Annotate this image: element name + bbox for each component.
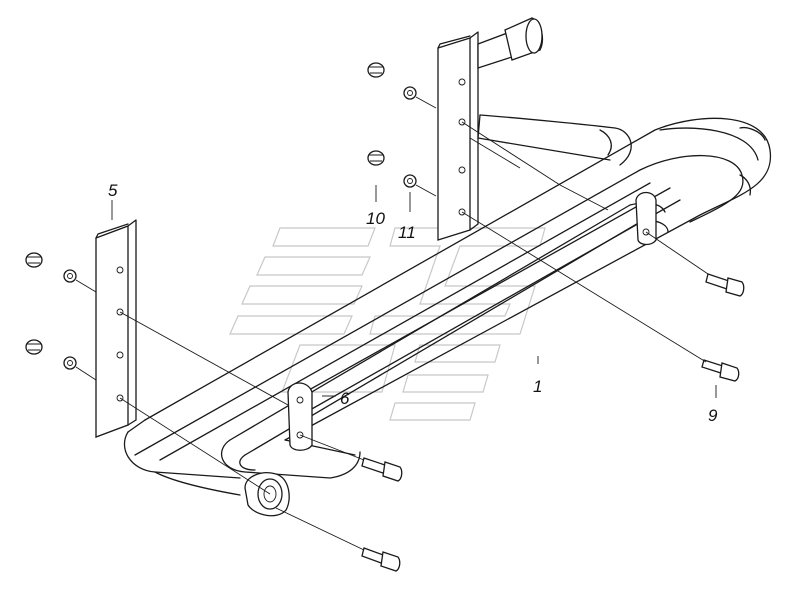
tube-clamp-left (287, 382, 313, 451)
assembly-lines (111, 121, 717, 551)
callout-1: 1 (533, 377, 542, 396)
washer-icon (403, 86, 417, 100)
right-bracket-plate (437, 31, 479, 241)
bolt-icon (705, 273, 745, 297)
nut-icon (25, 339, 43, 355)
washer-icon (63, 269, 77, 283)
nut-icon (25, 252, 43, 268)
bolt-icon (361, 457, 403, 482)
left-fasteners (25, 252, 97, 381)
bolt-icon (701, 359, 740, 382)
nut-icon (367, 150, 385, 166)
fitting-sleeve-top (477, 17, 543, 69)
callout-11: 11 (398, 223, 416, 242)
bolts (361, 273, 745, 572)
callouts: 1 5 6 9 10 11 (108, 181, 718, 425)
nut-icon (367, 62, 385, 78)
bolt-icon (361, 547, 401, 572)
kamaz-logo-watermark (229, 227, 546, 421)
top-fasteners (367, 62, 437, 197)
callout-5: 5 (108, 181, 118, 200)
washer-icon (63, 356, 77, 370)
sleeve-nut-bottom (244, 472, 290, 517)
callout-10: 10 (366, 209, 385, 228)
callout-6: 6 (340, 389, 350, 408)
tube-clamp-right (635, 191, 657, 246)
washer-icon (403, 174, 417, 188)
callout-9: 9 (708, 406, 718, 425)
left-bracket-plate (95, 219, 137, 438)
